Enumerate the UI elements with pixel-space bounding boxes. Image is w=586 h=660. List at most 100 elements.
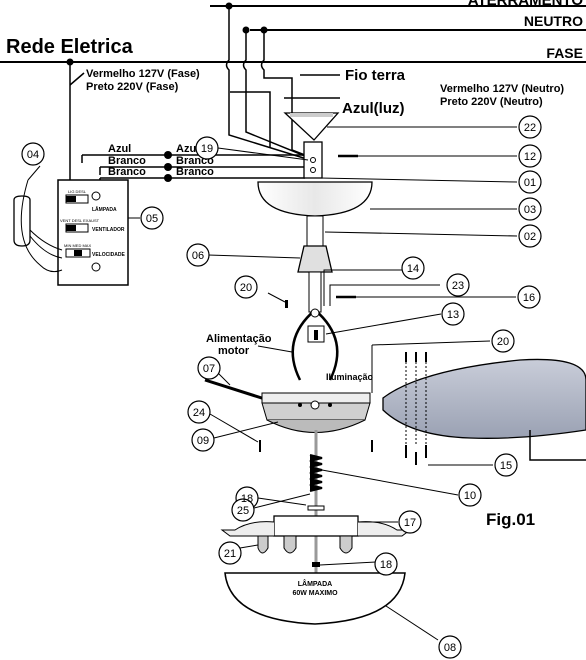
washer-25 (307, 505, 325, 511)
callout-09-text: 09 (197, 435, 209, 447)
callout-05 (140, 206, 164, 230)
alimentacao-label: Alimentação (206, 333, 272, 345)
callout-10 (458, 483, 482, 507)
downrod (306, 215, 324, 247)
callout-24 (187, 400, 211, 424)
callout-07 (197, 356, 221, 380)
blade-screws (405, 352, 427, 465)
supply-lines (0, 5, 586, 63)
callout-02 (518, 224, 542, 248)
canopy-bowl (257, 181, 373, 217)
callout-03 (518, 197, 542, 221)
callout-25-text: 25 (237, 505, 249, 517)
callout-15-text: 15 (500, 460, 512, 472)
branco2-right-label: Branco (176, 166, 214, 178)
fan-blade (382, 358, 586, 461)
callout-22 (518, 115, 542, 139)
callouts (21, 115, 542, 659)
callout-10-text: 10 (464, 490, 476, 502)
callout-22-text: 22 (524, 122, 536, 134)
light-kit (220, 515, 412, 567)
callout-06 (186, 243, 210, 267)
callout-18b (374, 552, 398, 576)
fase-label: FASE (546, 45, 583, 61)
downrod-lower (308, 271, 322, 313)
callout-07-text: 07 (203, 363, 215, 375)
motor-label: motor (218, 345, 250, 357)
callout-20a-text: 20 (240, 282, 252, 294)
callout-25 (231, 498, 255, 522)
dome-lampada-label: LÂMPADA (298, 579, 332, 588)
callout-03-text: 03 (524, 204, 536, 216)
callout-13-text: 13 (447, 309, 459, 321)
callout-21-text: 21 (224, 548, 236, 560)
callout-16 (517, 285, 541, 309)
callout-20b (491, 329, 515, 353)
switch-lampada-top: LIG DESL (68, 189, 87, 194)
preto-fase-label: Preto 220V (Fase) (86, 81, 179, 93)
callout-19 (195, 136, 219, 160)
azul-left-label: Azul (108, 143, 131, 155)
ceiling-cone (283, 112, 340, 141)
callout-06-text: 06 (192, 250, 204, 262)
preto-neutro-label: Preto 220V (Neutro) (440, 96, 543, 108)
yoke-cover (297, 245, 333, 273)
callout-12-text: 12 (524, 151, 536, 163)
glass-dome (224, 572, 406, 625)
callout-18a-text: 18 (241, 493, 253, 505)
callout-24-text: 24 (193, 407, 205, 419)
branco2-junction (164, 174, 172, 182)
callout-15 (494, 453, 518, 477)
callout-14 (401, 256, 425, 280)
callout-13 (441, 302, 465, 326)
callout-17 (398, 510, 422, 534)
azul-luz-label: Azul(luz) (342, 100, 404, 117)
callout-08-text: 08 (444, 642, 456, 654)
wire-23 (329, 284, 440, 306)
vermelho-fase-label: Vermelho 127V (Fase) (86, 68, 200, 80)
switch-velocidade-label: VELOCIDADE (92, 252, 125, 258)
callout-08 (438, 635, 462, 659)
callout-23 (446, 273, 470, 297)
callout-12 (518, 144, 542, 168)
rod-07 (204, 378, 269, 402)
callout-05-text: 05 (146, 213, 158, 225)
branco1-left-label: Branco (108, 155, 146, 167)
switch-ventilador-label: VENTILADOR (92, 227, 125, 233)
branco2-left-label: Branco (108, 166, 146, 178)
azul-junction (164, 151, 172, 159)
dome-60w-label: 60W MAXIMO (292, 590, 338, 597)
callout-20b-text: 20 (497, 336, 509, 348)
motor-housing (261, 392, 371, 433)
rede-eletrica-label: Rede Eletrica (6, 36, 134, 58)
neutro-label: NEUTRO (524, 13, 583, 29)
callout-04-text: 04 (27, 149, 39, 161)
callout-17-text: 17 (404, 517, 416, 529)
switch-velocidade-top: MIN MED MAX (64, 243, 91, 248)
callout-14-text: 14 (407, 263, 419, 275)
switch-ventilador-top: VENT DESL EXAUST (60, 218, 100, 223)
downrod-bracket (303, 141, 323, 179)
bolt-20 (285, 300, 288, 308)
callout-02-text: 02 (524, 231, 536, 243)
azul-right-label: Azul (176, 143, 199, 155)
callout-09 (191, 428, 215, 452)
capacitor (13, 179, 63, 273)
callout-04 (21, 142, 45, 166)
callout-numbers: 22 12 01 03 02 19 04 05 06 14 20 23 16 1… (27, 122, 536, 654)
vermelho-neutro-label: Vermelho 127V (Neutro) (440, 83, 564, 95)
callout-20a (234, 275, 258, 299)
callout-leaders (27, 126, 518, 641)
callout-23-text: 23 (452, 280, 464, 292)
fig-label: Fig.01 (486, 510, 535, 529)
switch-lampada-label: LÂMPADA (92, 206, 117, 213)
supply-drop-wires (69, 6, 340, 185)
aterramento-label: ATERRAMENTO (468, 0, 584, 9)
switch-box (57, 179, 129, 286)
callout-01-text: 01 (524, 177, 536, 189)
callout-01 (518, 170, 542, 194)
callout-16-text: 16 (523, 292, 535, 304)
wire-loop (291, 309, 339, 381)
iluminacao-label: Iluminação (326, 372, 374, 382)
